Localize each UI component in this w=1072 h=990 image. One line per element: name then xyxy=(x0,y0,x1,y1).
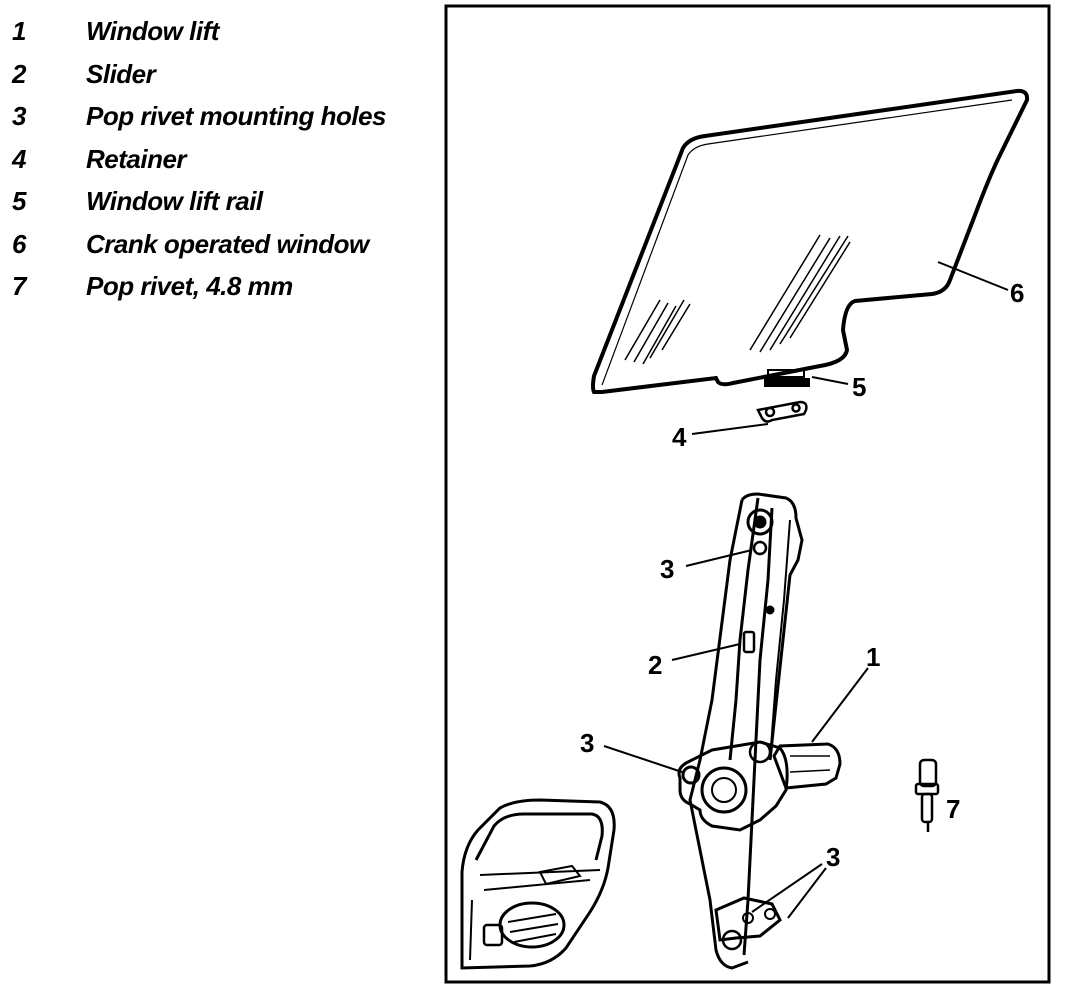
window-lift-rail xyxy=(764,369,810,387)
legend-item-7: 7 Pop rivet, 4.8 mm xyxy=(10,265,440,308)
callout-3-bottom: 3 xyxy=(826,842,840,872)
legend-number: 1 xyxy=(12,16,26,46)
pop-rivet xyxy=(914,758,940,832)
legend-number: 2 xyxy=(12,58,26,89)
callout-6: 6 xyxy=(1010,278,1024,308)
legend-label: Retainer xyxy=(86,143,187,174)
window-lift-assembly xyxy=(677,492,842,970)
legend-item-1: 1 Window lift xyxy=(10,10,440,53)
legend-item-5: 5 Window lift rail xyxy=(10,180,440,223)
legend-item-2: 2 Slider xyxy=(10,53,440,96)
window-glass xyxy=(591,88,1030,394)
parts-legend: 1 Window lift 2 Slider 3 Pop rivet mount… xyxy=(10,10,440,308)
callout-3-mid: 3 xyxy=(580,728,594,758)
leader-lines xyxy=(603,261,1009,919)
legend-label: Window lift xyxy=(86,16,219,46)
legend-label: Slider xyxy=(86,58,156,89)
legend-number: 7 xyxy=(12,271,26,301)
legend-label: Pop rivet, 4.8 mm xyxy=(86,271,293,301)
figure-frame xyxy=(444,4,1051,984)
legend-item-4: 4 Retainer xyxy=(10,138,440,181)
legend-number: 3 xyxy=(12,101,26,131)
lift-motor xyxy=(772,742,842,790)
callout-7: 7 xyxy=(946,794,960,824)
legend-number: 5 xyxy=(12,186,26,216)
legend-number: 6 xyxy=(12,228,26,259)
legend-item-6: 6 Crank operated window xyxy=(10,223,440,266)
legend-label: Crank operated window xyxy=(86,228,369,259)
legend-label: Window lift rail xyxy=(86,186,263,216)
callout-3-top: 3 xyxy=(660,554,674,584)
legend-item-3: 3 Pop rivet mounting holes xyxy=(10,95,440,138)
glass-reflection-marks xyxy=(624,234,851,365)
slider-block xyxy=(742,630,756,654)
callout-2: 2 xyxy=(648,650,662,680)
callout-4: 4 xyxy=(672,422,687,452)
callout-5: 5 xyxy=(852,372,866,402)
door-thumbnail xyxy=(460,798,616,970)
legend-number: 4 xyxy=(12,143,26,174)
callout-1: 1 xyxy=(866,642,880,672)
retainer-clip xyxy=(756,400,808,423)
legend-label: Pop rivet mounting holes xyxy=(86,101,387,131)
